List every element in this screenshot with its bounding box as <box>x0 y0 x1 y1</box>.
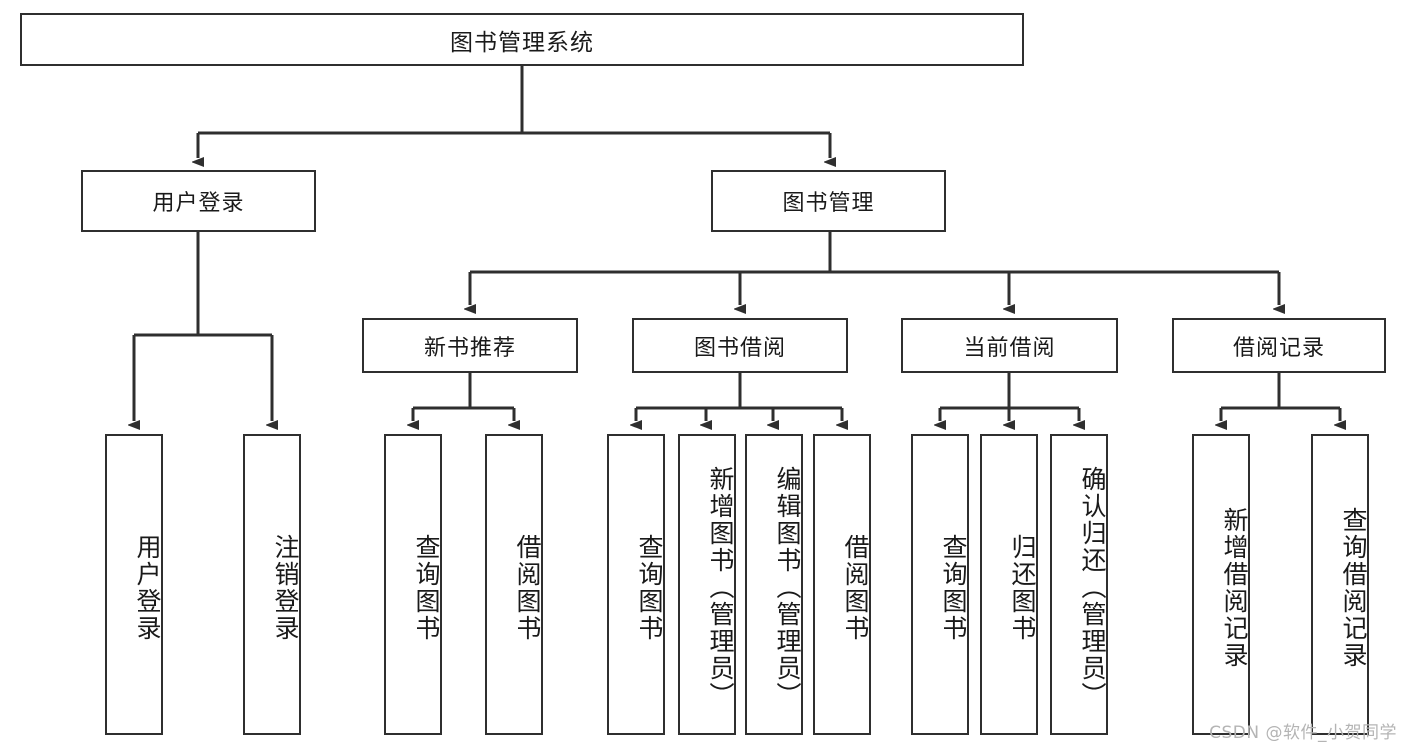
node-label: 图书借阅 <box>693 335 786 361</box>
node-label: 图书管理系统 <box>450 29 594 56</box>
node-user-login[interactable]: 用户登录 <box>81 170 316 232</box>
leaf-record-add-record[interactable]: 新增借阅记录 <box>1192 434 1250 735</box>
leaf-recommend-query-book[interactable]: 查询图书 <box>384 434 442 735</box>
node-label: 用户登录 <box>133 533 162 642</box>
node-label: 编辑图书（管理员） <box>773 466 802 709</box>
node-current-borrow[interactable]: 当前借阅 <box>901 318 1118 373</box>
leaf-user-login-login[interactable]: 用户登录 <box>105 434 163 735</box>
node-label: 查询借阅记录 <box>1339 506 1368 669</box>
node-label: 借阅记录 <box>1232 335 1325 361</box>
node-label: 查询图书 <box>939 533 968 642</box>
leaf-borrow-query-book[interactable]: 查询图书 <box>607 434 665 735</box>
node-new-book-recommend[interactable]: 新书推荐 <box>362 318 578 373</box>
node-label: 当前借阅 <box>963 335 1056 361</box>
node-label: 借阅图书 <box>513 533 542 642</box>
leaf-current-query-book[interactable]: 查询图书 <box>911 434 969 735</box>
node-label: 归还图书 <box>1008 533 1037 642</box>
node-book-borrow[interactable]: 图书借阅 <box>632 318 848 373</box>
node-label: 图书管理 <box>782 191 875 216</box>
leaf-borrow-borrow-book[interactable]: 借阅图书 <box>813 434 871 735</box>
node-root-book-management-system[interactable]: 图书管理系统 <box>20 13 1024 66</box>
leaf-recommend-borrow-book[interactable]: 借阅图书 <box>485 434 543 735</box>
node-book-management[interactable]: 图书管理 <box>711 170 946 232</box>
leaf-borrow-add-book-admin[interactable]: 新增图书（管理员） <box>678 434 736 735</box>
node-label: 注销登录 <box>271 533 300 642</box>
node-label: 新增借阅记录 <box>1220 506 1249 669</box>
leaf-record-query-record[interactable]: 查询借阅记录 <box>1311 434 1369 735</box>
node-label: 新书推荐 <box>423 335 516 361</box>
node-label: 用户登录 <box>152 191 245 216</box>
leaf-current-return-book[interactable]: 归还图书 <box>980 434 1038 735</box>
node-label: 查询图书 <box>635 533 664 642</box>
leaf-user-login-logout[interactable]: 注销登录 <box>243 434 301 735</box>
leaf-borrow-edit-book-admin[interactable]: 编辑图书（管理员） <box>745 434 803 735</box>
node-label: 新增图书（管理员） <box>706 466 735 709</box>
node-label: 查询图书 <box>412 533 441 642</box>
node-label: 确认归还（管理员） <box>1078 466 1107 709</box>
node-label: 借阅图书 <box>841 533 870 642</box>
watermark: CSDN @软件_小贺同学 <box>1209 723 1397 743</box>
leaf-current-confirm-return-admin[interactable]: 确认归还（管理员） <box>1050 434 1108 735</box>
node-borrow-record[interactable]: 借阅记录 <box>1172 318 1386 373</box>
